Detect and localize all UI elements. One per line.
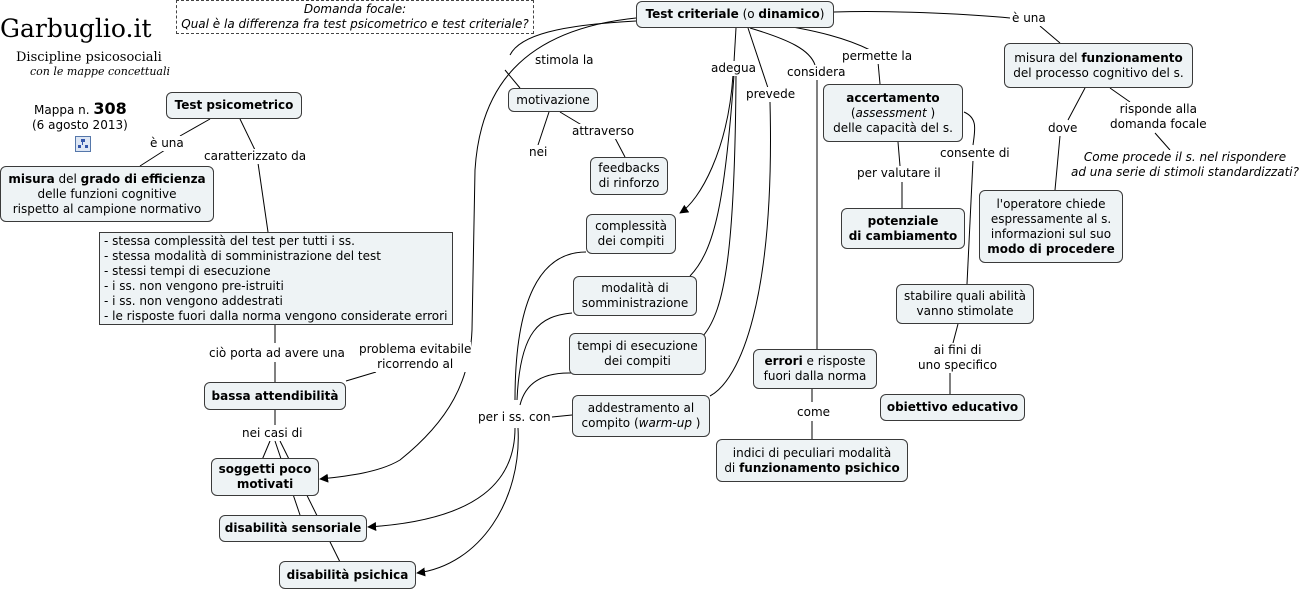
link-label-permette-la: permette la: [842, 49, 913, 64]
link-label-per-valutare-il: per valutare il: [857, 166, 941, 181]
link-label-attraverso: attraverso: [572, 124, 635, 139]
list-item: - le risposte fuori dalla norma vengono …: [104, 308, 448, 323]
link-label-e-una: è una: [150, 136, 184, 151]
site-logo-title[interactable]: Garbuglio.it: [0, 14, 152, 43]
map-number: Mappa n. 308: [34, 99, 127, 118]
node-misura-funzionamento[interactable]: misura del funzionamento del processo co…: [1004, 43, 1193, 88]
node-test-psicometrico[interactable]: Test psicometrico: [166, 92, 302, 119]
link-label-consente-di: consente di: [940, 146, 1010, 161]
node-bassa-attendibilita[interactable]: bassa attendibilità: [204, 382, 346, 410]
node-motivazione[interactable]: motivazione: [508, 88, 598, 112]
link-label-nei-casi-di: nei casi di: [242, 426, 303, 441]
node-accertamento[interactable]: accertamento (assessment ) delle capacit…: [823, 84, 963, 142]
list-item: - stessa modalità di somministrazione de…: [104, 248, 381, 263]
node-modalita-somministrazione[interactable]: modalità di somministrazione: [573, 276, 697, 316]
node-addestramento[interactable]: addestramento al compito (warm-up ): [572, 395, 710, 437]
focal-question-title: Domanda focale:: [303, 2, 407, 16]
list-item: - i ss. non vengono addestrati: [104, 293, 283, 308]
link-label-ai-fini-di: ai fini di uno specifico: [918, 343, 998, 373]
node-disabilita-psichica[interactable]: disabilità psichica: [279, 561, 416, 589]
link-label-prevede: prevede: [746, 87, 796, 102]
link-label-cio-porta: ciò porta ad avere una: [209, 346, 345, 361]
link-label-nei: nei: [529, 145, 548, 160]
concept-map-icon[interactable]: [75, 136, 91, 152]
site-logo-subtitle2: con le mappe concettuali: [30, 65, 171, 78]
node-disabilita-sensoriale[interactable]: disabilità sensoriale: [219, 515, 367, 542]
focal-question: Domanda focale: Qual è la differenza fra…: [176, 0, 534, 34]
link-label-per-i-ss-con: per i ss. con: [478, 410, 551, 425]
node-tempi-esecuzione[interactable]: tempi di esecuzione dei compiti: [569, 333, 706, 375]
link-label-adegua: adegua: [711, 61, 756, 76]
list-item: - i ss. non vengono pre-istruiti: [104, 278, 284, 293]
map-prefix: Mappa n.: [34, 103, 90, 117]
node-soggetti-poco-motivati[interactable]: soggetti poco motivati: [211, 458, 319, 496]
node-misura-grado-efficienza[interactable]: misura del grado di efficienza delle fun…: [0, 166, 214, 222]
link-label-considera: considera: [787, 65, 846, 80]
map-date: (6 agosto 2013): [32, 118, 128, 132]
link-label-stimola-la: stimola la: [535, 53, 594, 68]
focal-question-text: Qual è la differenza fra test psicometri…: [181, 17, 529, 31]
node-obiettivo-educativo[interactable]: obiettivo educativo: [880, 394, 1025, 421]
node-complessita[interactable]: complessità dei compiti: [586, 214, 676, 254]
map-number-value: 308: [93, 99, 127, 118]
site-logo-subtitle: Discipline psicosociali: [16, 50, 162, 65]
node-feedbacks[interactable]: feedbacks di rinforzo: [590, 157, 668, 195]
link-label-problema-evitabile: problema evitabile ricorrendo al: [359, 342, 472, 372]
node-stabilire-abilita[interactable]: stabilire quali abilità vanno stimolate: [896, 284, 1034, 324]
note-come-procede: Come procede il s. nel rispondere ad una…: [1070, 150, 1300, 180]
link-label-risponde-alla: risponde alla domanda focale: [1110, 102, 1207, 132]
link-label-come: come: [797, 405, 831, 420]
link-label-e-una-2: è una: [1012, 11, 1046, 26]
node-operatore-chiede[interactable]: l'operatore chiede espressamente al s. i…: [979, 190, 1123, 263]
node-indici[interactable]: indici di peculiari modalità di funziona…: [716, 439, 908, 482]
list-item: - stessi tempi di esecuzione: [104, 263, 271, 278]
link-label-dove: dove: [1048, 121, 1078, 136]
link-label-caratterizzato-da: caratterizzato da: [204, 149, 307, 164]
node-potenziale[interactable]: potenziale di cambiamento: [841, 208, 965, 249]
node-caratteristiche-list[interactable]: - stessa complessità del test per tutti …: [99, 232, 453, 325]
list-item: - stessa complessità del test per tutti …: [104, 233, 355, 248]
node-test-criteriale[interactable]: Test criteriale (o dinamico): [636, 1, 834, 28]
node-errori[interactable]: errori e risposte fuori dalla norma: [753, 349, 877, 389]
